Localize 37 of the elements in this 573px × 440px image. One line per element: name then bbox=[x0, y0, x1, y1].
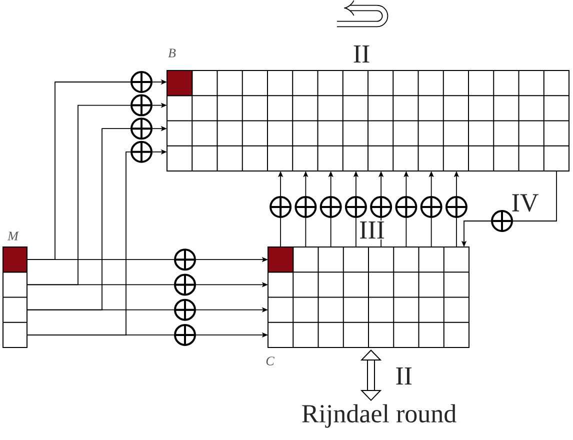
grid-label: C bbox=[266, 356, 274, 366]
grid bbox=[268, 246, 470, 348]
xor-symbol bbox=[370, 196, 392, 218]
grid-label: M bbox=[7, 232, 20, 240]
grid bbox=[166, 70, 570, 172]
xor-symbol bbox=[491, 210, 513, 232]
xor-symbol bbox=[445, 196, 468, 218]
connector-line bbox=[305, 218, 306, 248]
xor-symbol bbox=[174, 248, 196, 271]
connector-line bbox=[26, 309, 174, 310]
connector-line bbox=[406, 218, 407, 248]
xor-symbol bbox=[130, 118, 152, 140]
xor-symbol bbox=[174, 324, 196, 346]
caption: Rijndael round bbox=[302, 404, 456, 428]
connector-line bbox=[26, 334, 174, 336]
xor-symbol bbox=[395, 196, 418, 218]
xor-symbol bbox=[130, 140, 152, 163]
connector-line bbox=[26, 284, 174, 286]
step-label: IV bbox=[510, 193, 540, 213]
xor-symbol bbox=[174, 274, 196, 296]
grid-label: B bbox=[168, 48, 176, 58]
step-label: II bbox=[352, 44, 372, 64]
xor-symbol bbox=[270, 196, 292, 218]
xor-symbol bbox=[130, 94, 152, 116]
connector-line bbox=[456, 218, 457, 248]
xor-symbol bbox=[174, 298, 196, 321]
connector-line bbox=[512, 170, 557, 222]
xor-symbol bbox=[320, 196, 342, 218]
connector-line bbox=[26, 259, 174, 260]
connector-line bbox=[430, 218, 432, 248]
xor-symbol bbox=[420, 196, 442, 218]
xor-symbol bbox=[294, 196, 317, 218]
connector-line bbox=[330, 218, 332, 248]
xor-symbol bbox=[130, 71, 152, 93]
connector-line bbox=[280, 218, 282, 248]
xor-symbol bbox=[344, 196, 367, 218]
edge-label: II bbox=[394, 366, 414, 386]
